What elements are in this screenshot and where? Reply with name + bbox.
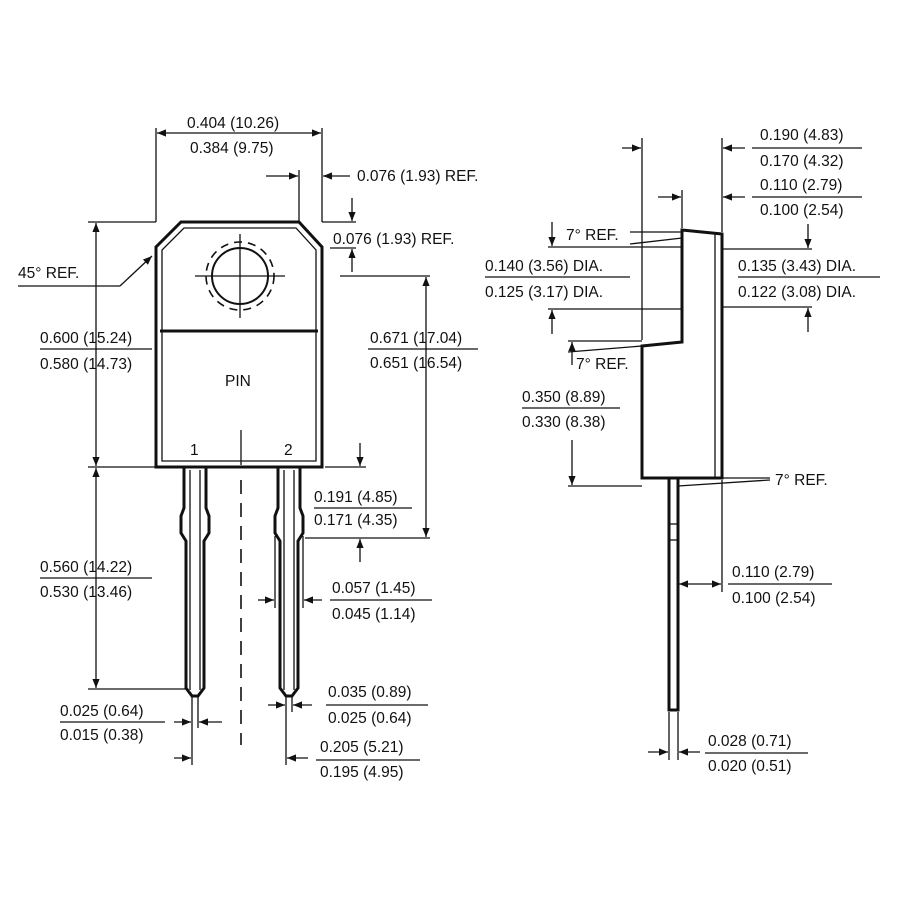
pin-label: PIN [225,373,251,390]
shoulder-max: 0.191 (4.85) [314,489,398,506]
lead-shoulder-width-max: 0.057 (1.45) [332,580,416,597]
hole-to-lead-min: 0.651 (16.54) [370,355,462,372]
thickness-max: 0.190 (4.83) [760,127,844,144]
hole-dia-right-max: 0.135 (3.43) DIA. [738,258,856,275]
tab-thickness-max: 0.110 (2.79) [760,177,842,194]
hole-dia-left-min: 0.125 (3.17) DIA. [485,284,603,301]
chamfer-ref: 45° REF. [18,265,79,282]
lead-thickness-max: 0.028 (0.71) [708,733,792,750]
step-height-min: 0.330 (8.38) [522,414,606,431]
pitch-max: 0.205 (5.21) [320,739,404,756]
lead-width-right-max: 0.035 (0.89) [328,684,412,701]
side-lead [667,478,680,712]
front-body-inner [161,227,317,462]
angle-ref-1: 7° REF. [566,227,619,244]
lead-offset-max: 0.110 (2.79) [732,564,814,581]
angle-ref-3: 7° REF. [775,472,828,489]
hole-to-lead-max: 0.671 (17.04) [370,330,462,347]
lead-width-left-max: 0.025 (0.64) [60,703,144,720]
step-height-max: 0.350 (8.89) [522,389,606,406]
body-width-min: 0.384 (9.75) [190,140,274,157]
thickness-min: 0.170 (4.32) [760,153,844,170]
lead-offset-min: 0.100 (2.54) [732,590,816,607]
lead-thickness-min: 0.020 (0.51) [708,758,792,775]
side-view: 0.190 (4.83) 0.170 (4.32) 0.110 (2.79) 0… [485,127,880,775]
pitch-min: 0.195 (4.95) [320,764,404,781]
lead-width-left-min: 0.015 (0.38) [60,727,144,744]
pin-1-label: 1 [190,442,199,459]
body-height-min: 0.580 (14.73) [40,356,132,373]
lead-length-min: 0.530 (13.46) [40,584,132,601]
front-view: PIN 1 2 0.404 (10.26) 0.384 (9.75) 0.076… [18,115,478,781]
hole-dia-left-max: 0.140 (3.56) DIA. [485,258,603,275]
shoulder-min: 0.171 (4.35) [314,512,398,529]
front-body-outline [154,220,324,469]
lead-length-max: 0.560 (14.22) [40,559,132,576]
angle-ref-2: 7° REF. [576,356,629,373]
tab-ref-1: 0.076 (1.93) REF. [357,168,478,185]
hole-dia-right-min: 0.122 (3.08) DIA. [738,284,856,301]
body-height-max: 0.600 (15.24) [40,330,132,347]
tab-thickness-min: 0.100 (2.54) [760,202,844,219]
tab-ref-2: 0.076 (1.93) REF. [333,231,454,248]
pin-2-label: 2 [284,442,293,459]
lead-1 [179,468,211,698]
lead-shoulder-width-min: 0.045 (1.14) [332,606,416,623]
lead-width-right-min: 0.025 (0.64) [328,710,412,727]
body-width-max: 0.404 (10.26) [187,115,279,132]
lead-2 [273,468,305,698]
